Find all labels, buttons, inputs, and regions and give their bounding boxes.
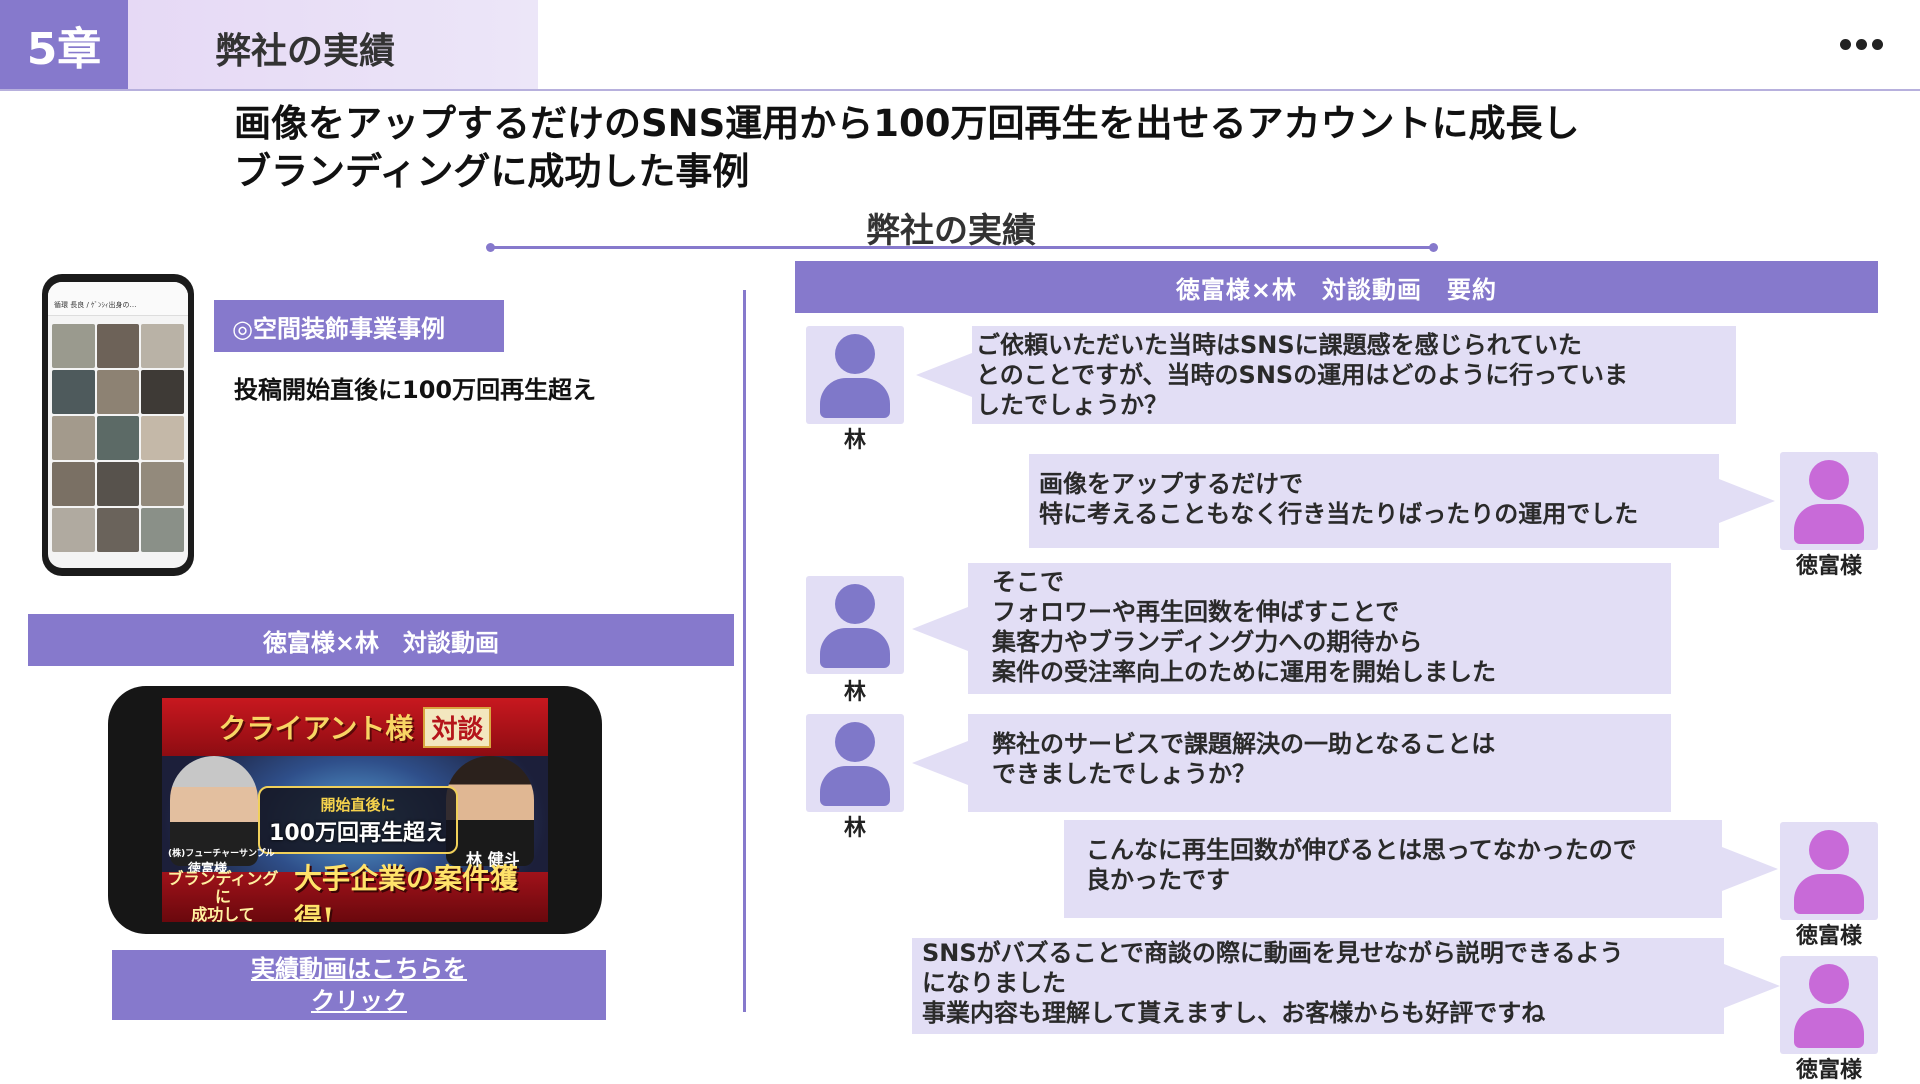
video-bottom-banner: ブランディングに 成功して 大手企業の案件獲得! bbox=[162, 862, 548, 923]
hayashi-avatar-icon bbox=[806, 714, 904, 812]
chat-bubble: こんなに再生回数が伸びるとは思ってなかったので 良かったです bbox=[1064, 820, 1722, 918]
chat-bubble: そこで フォロワーや再生回数を伸ばすことで 集客力やブランディング力への期待から… bbox=[968, 563, 1671, 694]
tokutomi-avatar-icon bbox=[1780, 452, 1878, 550]
video-thumbnail bbox=[52, 370, 95, 414]
headline: 画像をアップするだけのSNS運用から100万回再生を出せるアカウントに成長し ブ… bbox=[234, 100, 1754, 196]
bubble-text-line: とのことですが、当時のSNSの運用はどのように行っていま bbox=[976, 361, 1629, 389]
video-section-bar: 徳富様×林 対談動画 bbox=[28, 614, 734, 666]
headline-line-2: ブランディングに成功した事例 bbox=[234, 150, 750, 193]
video-thumbnail-image[interactable]: クライアント様 対談 開始直後に 100万回再生超え (株)フューチャーサンプル… bbox=[162, 698, 548, 922]
bubble-text-line: したでしょうか？ bbox=[976, 391, 1168, 419]
bubble-text-line: こんなに再生回数が伸びるとは思ってなかったので bbox=[1086, 836, 1637, 864]
bubble-text-line: 事業内容も理解して貰えますし、お客様からも好評ですね bbox=[922, 999, 1546, 1027]
hayashi-label: 林 bbox=[843, 816, 866, 841]
hayashi-label: 林 bbox=[843, 428, 866, 453]
video-thumbnail bbox=[52, 462, 95, 506]
hayashi-avatar-icon bbox=[806, 576, 904, 674]
bubble-text-line: 特に考えることもなく行き当たりばったりの運用でした bbox=[1039, 500, 1639, 528]
bubble-text-line: になりました bbox=[922, 969, 1066, 997]
bubble-text-line: 画像をアップするだけで bbox=[1039, 470, 1303, 498]
chat-bubble: 弊社のサービスで課題解決の一助となることは できましたでしょうか？ bbox=[968, 714, 1671, 812]
right-person-label: 林 健斗 bbox=[466, 850, 520, 869]
hayashi-avatar-icon bbox=[806, 326, 904, 424]
bubble-text-line: 良かったです bbox=[1086, 866, 1230, 894]
tokutomi-avatar-icon bbox=[1780, 822, 1878, 920]
section-rule bbox=[486, 243, 1438, 252]
video-thumbnail bbox=[96, 462, 140, 506]
video-thumbnail bbox=[96, 324, 140, 368]
chat-bubble: 画像をアップするだけで 特に考えることもなく行き当たりばったりの運用でした bbox=[1029, 454, 1719, 548]
video-link-button[interactable]: 実績動画はこちらを クリック bbox=[112, 950, 606, 1020]
bubble-text-line: できましたでしょうか？ bbox=[992, 760, 1256, 788]
video-thumbnail bbox=[141, 324, 184, 368]
video-thumbnail bbox=[141, 370, 184, 414]
case-tag: ◎空間装飾事業事例 bbox=[214, 300, 504, 352]
phone-header-text: 循環 長良 / ｹﾞﾝｼｨ出身の… bbox=[48, 282, 188, 316]
header-title-box bbox=[128, 0, 538, 89]
video-thumbnail bbox=[52, 324, 95, 368]
video-thumbnail-grid bbox=[48, 316, 188, 560]
case-description: 投稿開始直後に100万回再生超え bbox=[234, 376, 597, 404]
overlay-line-1: 開始直後に bbox=[320, 796, 396, 814]
banner-text: クライアント様 bbox=[218, 712, 414, 745]
section-title: 弊社の実績 bbox=[866, 211, 1036, 251]
banner-box-text: 対談 bbox=[423, 706, 492, 748]
video-thumbnail bbox=[141, 508, 184, 552]
tokutomi-label: 徳富様 bbox=[1795, 1058, 1862, 1083]
bottom-small-text: ブランディングに 成功して bbox=[162, 869, 284, 923]
video-thumbnail bbox=[52, 508, 95, 552]
header-divider bbox=[0, 89, 1920, 91]
summary-section-bar: 徳富様×林 対談動画 要約 bbox=[795, 261, 1878, 313]
video-thumbnail bbox=[96, 416, 140, 460]
bottom-big-text: 大手企業の案件獲得! bbox=[293, 862, 518, 922]
chat-bubble: SNSがバズることで商談の際に動画を見せながら説明できるよう になりました 事業… bbox=[912, 938, 1724, 1034]
tokutomi-avatar-icon bbox=[1780, 956, 1878, 1054]
bottom-small-line-2: 成功して bbox=[191, 905, 255, 923]
bubble-text-line: 案件の受注率向上のために運用を開始しました bbox=[992, 658, 1496, 686]
link-line-2[interactable]: クリック bbox=[311, 987, 407, 1015]
phone-screen: 循環 長良 / ｹﾞﾝｼｨ出身の… bbox=[48, 282, 188, 568]
video-thumbnail bbox=[141, 462, 184, 506]
bubble-text-line: 弊社のサービスで課題解決の一助となることは bbox=[992, 730, 1496, 758]
tokutomi-label: 徳富様 bbox=[1795, 554, 1862, 579]
bubble-text-line: SNSがバズることで商談の際に動画を見せながら説明できるよう bbox=[922, 939, 1624, 967]
more-options-icon[interactable] bbox=[1840, 36, 1890, 52]
video-thumbnail-phone[interactable]: クライアント様 対談 開始直後に 100万回再生超え (株)フューチャーサンプル… bbox=[108, 686, 602, 934]
chapter-badge: 5章 bbox=[0, 0, 128, 89]
bottom-small-line-1: ブランディングに bbox=[167, 869, 279, 906]
person-left-image bbox=[170, 756, 258, 866]
headline-line-1: 画像をアップするだけのSNS運用から100万回再生を出せるアカウントに成長し bbox=[234, 102, 1580, 145]
video-thumbnail bbox=[96, 370, 140, 414]
overlay-line-2: 100万回再生超え bbox=[269, 821, 447, 846]
column-divider bbox=[743, 290, 746, 1012]
left-company-label: (株)フューチャーサンプル bbox=[168, 849, 275, 859]
bubble-text-line: フォロワーや再生回数を伸ばすことで bbox=[992, 598, 1400, 626]
bubble-text-line: 集客力やブランディング力への期待から bbox=[992, 628, 1423, 656]
phone-screenshot-image: 循環 長良 / ｹﾞﾝｼｨ出身の… bbox=[42, 274, 194, 576]
video-thumbnail bbox=[141, 416, 184, 460]
video-thumbnail bbox=[96, 508, 140, 552]
bubble-text-line: そこで bbox=[992, 568, 1064, 596]
link-line-1[interactable]: 実績動画はこちらを bbox=[251, 955, 467, 983]
page-title: 弊社の実績 bbox=[215, 31, 396, 72]
chat-bubble: ご依頼いただいた当時はSNSに課題感を感じられていた とのことですが、当時のSN… bbox=[972, 326, 1736, 424]
person-right-image bbox=[446, 756, 534, 866]
video-banner: クライアント様 対談 bbox=[162, 698, 548, 756]
tokutomi-label: 徳富様 bbox=[1795, 924, 1862, 949]
video-thumbnail bbox=[52, 416, 95, 460]
bubble-text-line: ご依頼いただいた当時はSNSに課題感を感じられていた bbox=[976, 331, 1582, 359]
video-overlay-box: 開始直後に 100万回再生超え bbox=[258, 786, 458, 854]
hayashi-label: 林 bbox=[843, 680, 866, 705]
